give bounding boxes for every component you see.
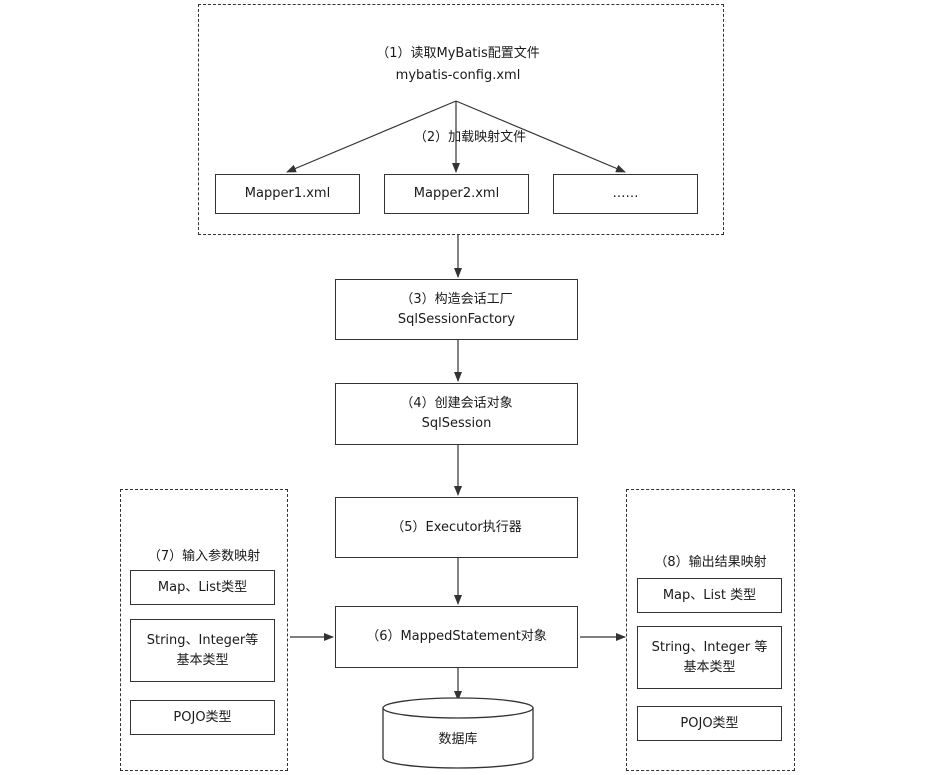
output-mapping-title: （8）输出结果映射 <box>654 555 767 570</box>
database-label: 数据库 <box>438 732 478 747</box>
step1-label: （1）读取MyBatis配置文件 <box>376 46 540 61</box>
output-pojo-box: POJO类型 <box>637 706 782 741</box>
mapper1-label: Mapper1.xml <box>244 186 331 201</box>
input-basic-types-line2: 基本类型 <box>176 652 229 668</box>
output-map-list-box: Map、List 类型 <box>637 578 782 613</box>
session-box: （4）创建会话对象 SqlSession <box>335 383 578 445</box>
mapper2-label: Mapper2.xml <box>413 186 500 201</box>
output-basic-types-line2: 基本类型 <box>683 659 736 675</box>
mapper2-box: Mapper2.xml <box>384 174 529 214</box>
session-factory-label: SqlSessionFactory <box>397 311 516 327</box>
session-factory-box: （3）构造会话工厂 SqlSessionFactory <box>335 279 578 340</box>
mapper-more-box: …… <box>553 174 698 214</box>
session-label: SqlSession <box>421 416 492 431</box>
step2-label: （2）加载映射文件 <box>413 130 527 145</box>
step5-label: （5）Executor执行器 <box>391 519 522 535</box>
arrow-to-mapper-more <box>455 100 626 173</box>
output-basic-types-line1: String、Integer 等 <box>651 639 768 655</box>
step6-label: （6）MappedStatement对象 <box>366 629 547 644</box>
mapped-statement-box: （6）MappedStatement对象 <box>335 606 578 668</box>
output-basic-types-box: String、Integer 等 基本类型 <box>637 626 782 689</box>
input-pojo-box: POJO类型 <box>130 700 275 735</box>
input-mapping-title: （7）输入参数映射 <box>147 549 261 564</box>
input-pojo-label: POJO类型 <box>173 709 232 725</box>
database-cylinder <box>382 708 534 769</box>
output-pojo-label: POJO类型 <box>680 715 739 731</box>
mapper-more-label: …… <box>612 186 639 201</box>
step3-label: （3）构造会话工厂 <box>400 291 513 307</box>
step4-label: （4）创建会话对象 <box>400 396 513 411</box>
input-basic-types-line1: String、Integer等 <box>146 632 259 648</box>
config-file-label: mybatis-config.xml <box>395 68 521 83</box>
config-region <box>198 4 724 235</box>
input-map-list-box: Map、List类型 <box>130 570 275 605</box>
input-map-list-label: Map、List类型 <box>157 579 248 595</box>
output-map-list-label: Map、List 类型 <box>662 587 757 603</box>
mapper1-box: Mapper1.xml <box>215 174 360 214</box>
arrow-to-mapper1 <box>286 100 457 173</box>
input-basic-types-box: String、Integer等 基本类型 <box>130 619 275 682</box>
output-mapping-region <box>626 489 795 771</box>
input-mapping-region <box>120 489 288 771</box>
executor-box: （5）Executor执行器 <box>335 497 578 558</box>
database-cylinder-top <box>382 697 534 719</box>
